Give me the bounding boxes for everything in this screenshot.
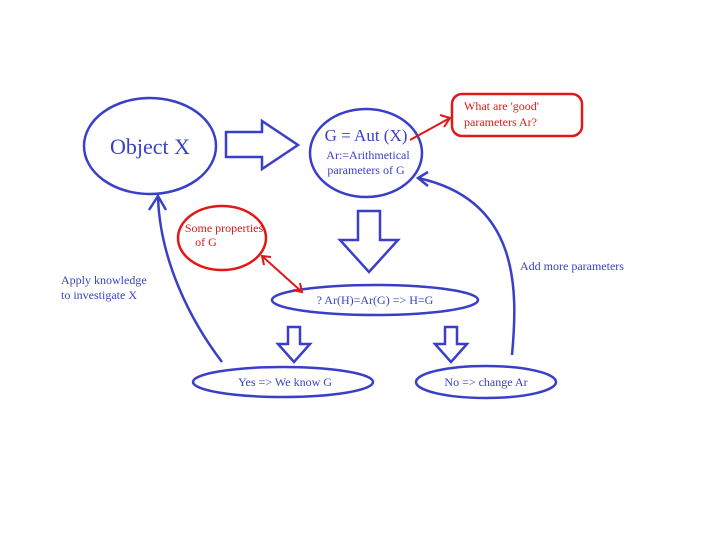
block-arrow-question-to-yes: [275, 325, 313, 364]
group-ellipse: [308, 107, 424, 199]
properties-ellipse: [176, 204, 268, 272]
group-line2: Ar:=Arithmetical: [326, 148, 410, 162]
block-arrow-group-to-question: [337, 209, 401, 274]
yes-label: Yes => We know G: [238, 375, 332, 389]
apply-label-line2: to investigate X: [61, 288, 137, 302]
properties-line1: Some properties: [185, 221, 264, 235]
object-x-label: Object X: [110, 134, 190, 159]
properties-line2: of G: [195, 235, 217, 249]
block-arrow-question-to-no: [432, 325, 470, 364]
good-params-line1: What are 'good': [464, 99, 539, 113]
arrow-no-to-group: [417, 176, 516, 356]
arrow-yes-to-object: [156, 196, 223, 363]
yes-ellipse: [191, 365, 375, 399]
arrowhead-object-x: [147, 193, 168, 211]
group-line3: parameters of G: [327, 163, 405, 177]
arrow-group-to-good-params: [409, 117, 451, 141]
question-ellipse: [270, 283, 480, 317]
good-params-box: [450, 92, 584, 138]
block-arrow-object-to-group: [224, 118, 301, 172]
add-params-label: Add more parameters: [520, 259, 624, 273]
question-label: ? Ar(H)=Ar(G) => H=G: [317, 293, 434, 307]
arrowhead-good-params: [439, 114, 452, 128]
arrowhead-properties-end: [260, 254, 272, 266]
arrowhead-group: [415, 170, 429, 187]
apply-label-line1: Apply knowledge: [61, 273, 147, 287]
object-x-ellipse: [82, 96, 218, 196]
arrowhead-question-end: [292, 282, 304, 294]
arrow-properties-question: [261, 255, 303, 293]
good-params-line2: parameters Ar?: [464, 115, 537, 129]
no-label: No => change Ar: [444, 375, 527, 389]
group-title: G = Aut (X): [325, 126, 408, 145]
no-ellipse: [414, 364, 558, 400]
